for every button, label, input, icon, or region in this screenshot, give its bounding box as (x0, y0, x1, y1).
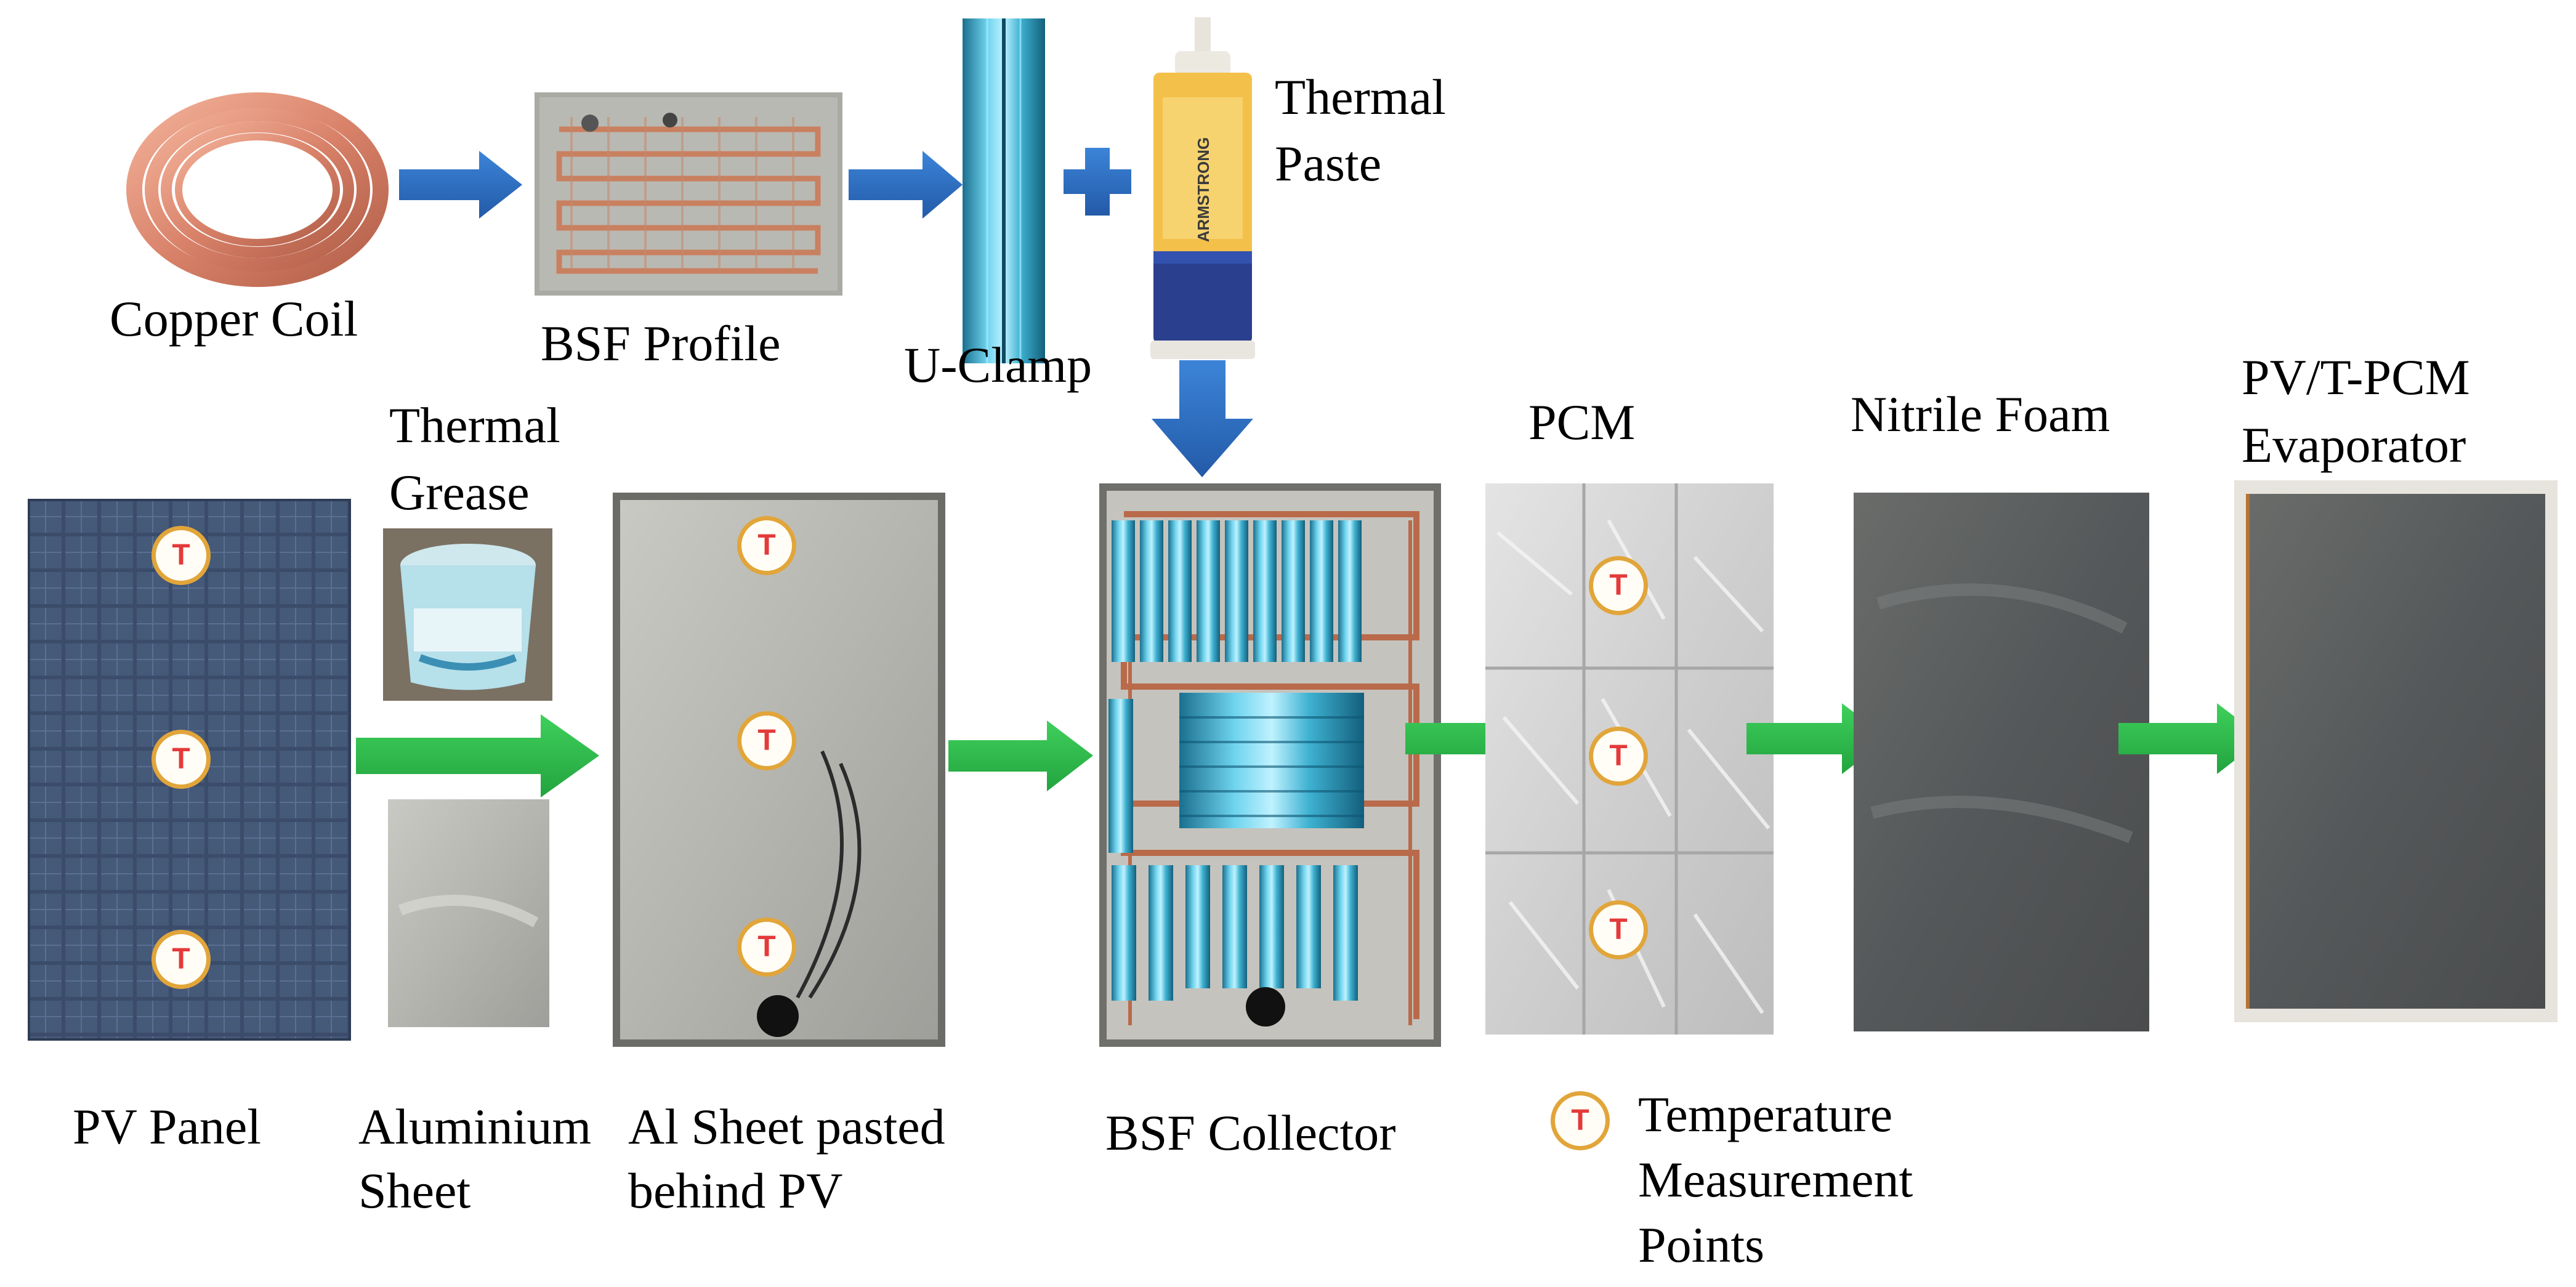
bsf-profile-image (535, 92, 842, 296)
temperature-marker-pv-bottom: T (151, 930, 211, 989)
label-pv-panel: PV Panel (73, 1099, 262, 1155)
temperature-marker-al-middle: T (737, 711, 796, 770)
label-bsf-profile: BSF Profile (541, 315, 781, 371)
legend-label-line2: Measurement (1638, 1152, 1913, 1208)
label-u-clamp: U-Clamp (904, 337, 1092, 393)
label-pcm: PCM (1528, 394, 1636, 450)
bsf-collector-image (1099, 483, 1441, 1047)
thermal-paste-tube-image: ARMSTRONG (1150, 17, 1255, 359)
label-al-sheet-pasted-line2: behind PV (628, 1163, 843, 1219)
flow-arrow-al-to-collector (948, 720, 1093, 791)
legend-label-line1: Temperature (1638, 1086, 1893, 1142)
label-bsf-collector: BSF Collector (1105, 1105, 1396, 1161)
temperature-marker-al-bottom: T (737, 918, 796, 977)
pvt-pcm-evaporator-image (2234, 480, 2558, 1022)
nitrile-foam-image (1854, 493, 2149, 1031)
temperature-marker-al-top: T (737, 516, 796, 575)
plus-icon (1064, 148, 1131, 216)
flow-arrow-pv-to-al-sheet (356, 714, 599, 797)
label-thermal-paste-line2: Paste (1275, 135, 1382, 192)
label-copper-coil: Copper Coil (110, 291, 358, 347)
thermal-grease-tub-image (383, 528, 552, 701)
label-nitrile-foam: Nitrile Foam (1851, 386, 2110, 442)
label-thermal-paste-line1: Thermal (1275, 69, 1446, 125)
flow-arrow-coil-to-profile (399, 151, 522, 219)
aluminium-sheet-image (388, 799, 549, 1027)
legend-label-line3: Points (1638, 1217, 1765, 1273)
copper-coil-image (126, 92, 389, 287)
legend-temperature-marker: T (1551, 1091, 1610, 1150)
label-aluminium-sheet-line2: Sheet (358, 1163, 471, 1219)
temperature-marker-pcm-top: T (1589, 556, 1648, 615)
temperature-marker-pv-middle: T (151, 730, 211, 789)
flow-arrow-down-to-collector (1152, 360, 1253, 477)
u-clamp-image (963, 18, 1045, 363)
flow-arrow-foam-to-evaporator (2118, 703, 2263, 774)
label-evaporator-line1: PV/T-PCM (2242, 349, 2470, 405)
temperature-marker-pcm-bottom: T (1589, 900, 1648, 959)
temperature-marker-pcm-middle: T (1589, 727, 1648, 786)
al-sheet-behind-pv-image (613, 493, 945, 1047)
label-thermal-grease-line2: Grease (389, 464, 530, 520)
temperature-marker-pv-top: T (151, 526, 211, 585)
label-al-sheet-pasted-line1: Al Sheet pasted (628, 1099, 945, 1155)
flow-arrow-profile-to-clamp (849, 151, 963, 219)
label-aluminium-sheet-line1: Aluminium (358, 1099, 592, 1155)
label-evaporator-line2: Evaporator (2242, 417, 2466, 473)
thermal-paste-tube-text: ARMSTRONG (1194, 137, 1213, 242)
label-thermal-grease-line1: Thermal (389, 397, 560, 453)
flow-arrow-pcm-to-foam (1746, 703, 1888, 774)
